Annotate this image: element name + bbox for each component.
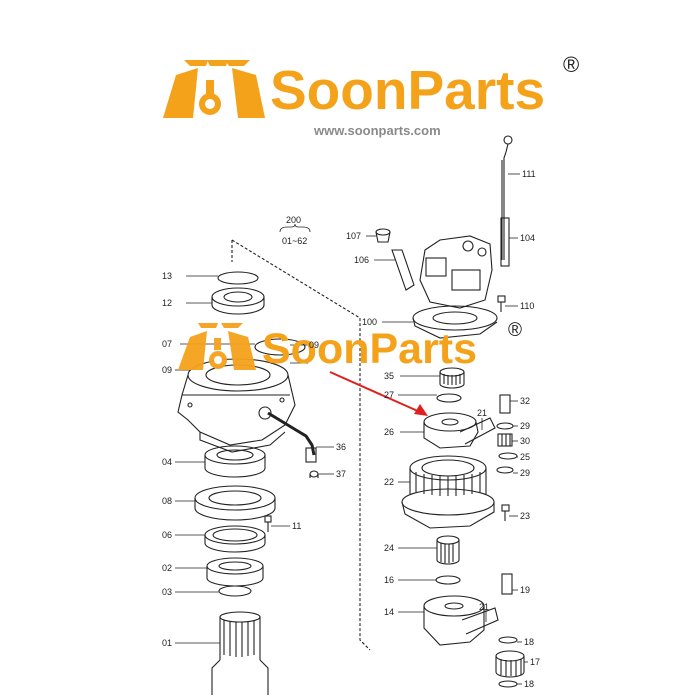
thrust-washer-29-lower bbox=[496, 466, 514, 474]
gear-30 bbox=[497, 433, 513, 447]
sun-gear-24 bbox=[436, 535, 460, 565]
gear-35 bbox=[439, 367, 465, 389]
snap-ring-13 bbox=[217, 271, 259, 285]
part-label-24: 24 bbox=[384, 543, 395, 553]
part-label-23: 23 bbox=[520, 511, 531, 521]
carrier-14 bbox=[423, 595, 499, 646]
part-label-04: 04 bbox=[162, 457, 173, 467]
part-label-09: 09 bbox=[162, 365, 173, 375]
assembly-brace bbox=[279, 223, 311, 233]
carrier-26 bbox=[423, 412, 496, 449]
brand-logo-text: SoonParts bbox=[270, 59, 546, 121]
bearing-04 bbox=[204, 445, 266, 478]
assembly-range: 01~62 bbox=[282, 236, 308, 246]
part-label-21-upper: 21 bbox=[477, 408, 488, 418]
assembly-number: 200 bbox=[286, 215, 302, 225]
part-label-21-lower: 21 bbox=[479, 602, 490, 612]
part-label-19: 19 bbox=[520, 585, 531, 595]
part-label-37: 37 bbox=[336, 469, 347, 479]
part-label-18-lower: 18 bbox=[524, 679, 535, 689]
registered-mark-watermark: ® bbox=[508, 320, 522, 341]
bolt-110 bbox=[497, 295, 506, 312]
fitting-36 bbox=[305, 447, 317, 463]
red-arrow bbox=[329, 371, 428, 416]
part-label-14: 14 bbox=[384, 607, 395, 617]
assembly-boundary-line bbox=[231, 239, 371, 651]
thrust-washer-18-lower bbox=[498, 680, 518, 688]
part-label-110: 110 bbox=[520, 301, 535, 311]
plug-37 bbox=[309, 470, 319, 478]
ring-gear-22 bbox=[401, 455, 495, 529]
part-label-25: 25 bbox=[520, 452, 531, 462]
ring-03 bbox=[218, 585, 252, 597]
part-label-07: 07 bbox=[162, 339, 173, 349]
part-label-01: 01 bbox=[162, 638, 173, 648]
brand-logo-icon bbox=[163, 60, 265, 118]
part-label-03: 03 bbox=[162, 587, 173, 597]
part-label-29-upper: 29 bbox=[520, 421, 531, 431]
o-ring-07 bbox=[254, 338, 306, 356]
part-label-13: 13 bbox=[162, 271, 173, 281]
part-label-32: 32 bbox=[520, 396, 531, 406]
part-label-100: 100 bbox=[362, 317, 378, 327]
part-label-106: 106 bbox=[354, 255, 370, 265]
part-label-12: 12 bbox=[162, 298, 173, 308]
part-label-16: 16 bbox=[384, 575, 395, 585]
part-label-11: 11 bbox=[292, 521, 302, 531]
part-label-22: 22 bbox=[384, 477, 395, 487]
part-label-35: 35 bbox=[384, 371, 395, 381]
level-gauge-111 bbox=[501, 135, 513, 260]
brand-watermark-icon bbox=[178, 323, 256, 370]
motor-valve-block bbox=[419, 235, 493, 309]
bearing-12 bbox=[211, 287, 265, 315]
part-label-107: 107 bbox=[346, 231, 362, 241]
brand-url: www.soonparts.com bbox=[314, 123, 441, 138]
pin-19 bbox=[501, 573, 513, 595]
seal-06 bbox=[204, 525, 266, 553]
part-label-27: 27 bbox=[384, 390, 395, 400]
part-label-08: 08 bbox=[162, 496, 173, 506]
shaft-01 bbox=[211, 611, 269, 695]
flange-100 bbox=[412, 305, 498, 339]
part-label-104: 104 bbox=[520, 233, 536, 243]
part-label-29-lower: 29 bbox=[520, 468, 531, 478]
bolt-11 bbox=[264, 515, 272, 532]
brand-watermark-text: SoonParts bbox=[262, 325, 478, 373]
part-label-111: 111 bbox=[522, 169, 536, 179]
part-label-06: 06 bbox=[162, 530, 173, 540]
part-label-36: 36 bbox=[336, 442, 347, 452]
pin-32 bbox=[499, 394, 511, 414]
thrust-washer-29-upper bbox=[496, 422, 514, 430]
elbow-106 bbox=[391, 249, 415, 291]
leader-lines bbox=[175, 173, 528, 685]
planet-gear-17 bbox=[495, 650, 525, 678]
registered-mark: ® bbox=[563, 52, 580, 77]
thrust-washer-18-upper bbox=[498, 636, 518, 644]
part-label-02: 02 bbox=[162, 563, 173, 573]
bolt-23 bbox=[501, 504, 510, 521]
retainer-08 bbox=[194, 485, 276, 521]
part-label-09-upper: 09 bbox=[309, 340, 320, 350]
pipe-36 bbox=[267, 411, 316, 456]
washer-16 bbox=[435, 575, 461, 585]
part-label-18-upper: 18 bbox=[524, 637, 535, 647]
pipe-104 bbox=[500, 217, 510, 267]
part-label-26: 26 bbox=[384, 427, 395, 437]
needle-bearing-25 bbox=[498, 452, 518, 460]
cap-107 bbox=[375, 228, 391, 243]
part-label-17: 17 bbox=[530, 657, 541, 667]
washer-27 bbox=[436, 393, 462, 403]
part-label-30: 30 bbox=[520, 436, 531, 446]
bearing-02 bbox=[206, 557, 264, 587]
